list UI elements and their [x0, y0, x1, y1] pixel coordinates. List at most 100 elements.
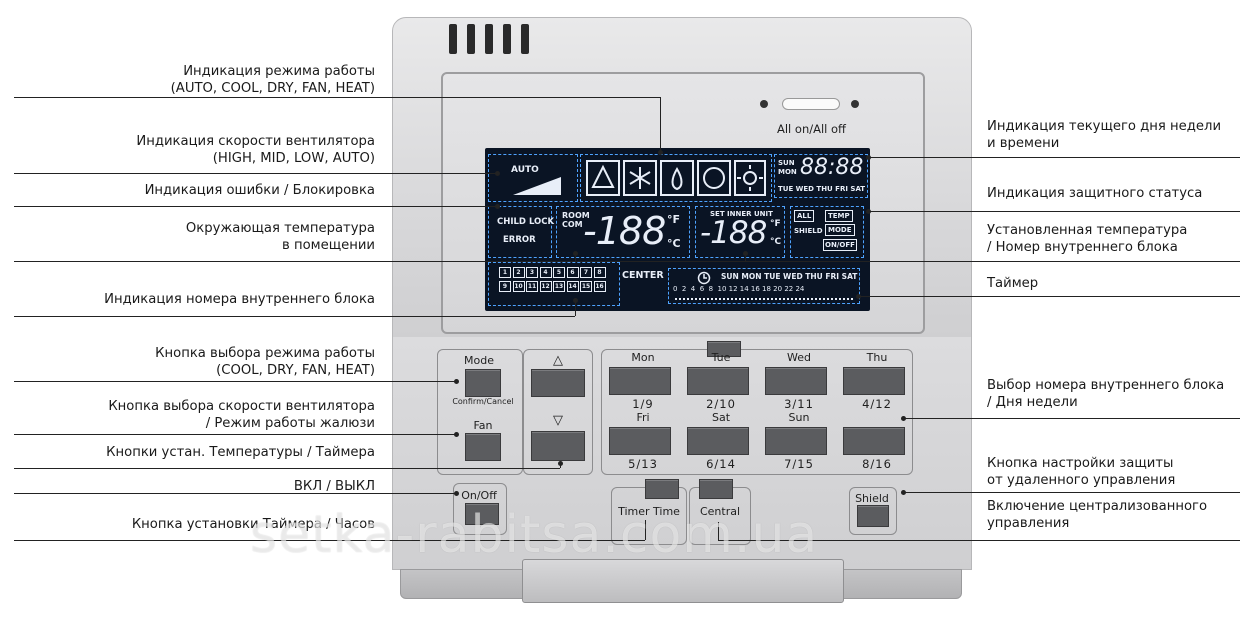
unit-number-label: 1/9: [632, 397, 654, 411]
callout-text: / Режим работы жалюзи: [205, 416, 375, 431]
day-label: Tue: [711, 351, 731, 364]
onoff-group: [453, 483, 507, 535]
leader-line: [903, 492, 1240, 493]
indicator-led: [760, 100, 768, 108]
center-tab: [707, 341, 741, 357]
unit-number-cell: 12: [539, 281, 552, 292]
shield-temp-label: TEMP: [825, 210, 853, 222]
callout-text: Кнопка выбора скорости вентилятора: [108, 399, 375, 414]
sun-label: SUN: [778, 159, 795, 167]
day-unit-button[interactable]: [843, 427, 905, 455]
set-deg-f-label: °F: [770, 219, 781, 229]
callout-text: Таймер: [987, 276, 1039, 291]
left-callout-label: Индикация режима работы(AUTO, COOL, DRY,…: [171, 63, 375, 97]
central-button[interactable]: [699, 479, 733, 499]
day-unit-button[interactable]: [609, 427, 671, 455]
callout-text: Индикация текущего дня недели: [987, 119, 1222, 134]
child-lock-label: CHILD LOCK: [497, 217, 555, 227]
day-label: Fri: [636, 411, 650, 424]
unit-number-cell: 4: [539, 267, 552, 278]
leader-dot: [495, 204, 500, 209]
set-temperature-indicator: SET INNER UNIT -188 °F °C: [695, 206, 785, 258]
on-off-label: On/Off: [461, 489, 497, 502]
fan-button[interactable]: [465, 433, 501, 461]
leader-line: [14, 381, 456, 382]
callout-text: Окружающая температура: [185, 221, 375, 236]
unit-number-cell: 8: [593, 267, 606, 278]
timer-time-button[interactable]: [645, 479, 679, 499]
up-button[interactable]: [531, 369, 585, 397]
leader-line: [14, 316, 575, 317]
left-callout-label: Кнопка установки Таймера / Часов: [132, 516, 375, 533]
shield-group: [849, 487, 897, 535]
callout-text: Индикация защитного статуса: [987, 186, 1203, 201]
leader-line: [858, 296, 1240, 297]
room-temperature-indicator: ROOM COM -188 °F °C: [556, 206, 690, 258]
leader-dot: [454, 491, 459, 496]
leader-line: [745, 253, 746, 261]
down-button[interactable]: [531, 431, 585, 461]
day-unit-button[interactable]: [687, 367, 749, 395]
weekdays-label: TUE WED THU FRI SAT: [778, 185, 866, 193]
day-label: Mon: [631, 351, 655, 364]
callout-text: Индикация режима работы: [183, 64, 375, 79]
leader-line: [718, 522, 719, 540]
controller-housing: All on/All off AUTO: [392, 17, 972, 339]
room-temp-readout: -188: [583, 209, 666, 253]
day-unit-button[interactable]: [609, 367, 671, 395]
leader-dot: [901, 490, 906, 495]
set-temp-readout: -188: [700, 215, 767, 251]
leader-dot: [573, 298, 578, 303]
down-arrow-label: ▽: [553, 413, 563, 428]
callout-text: ВКЛ / ВЫКЛ: [293, 479, 375, 494]
day-unit-button[interactable]: [765, 367, 827, 395]
deg-f-label: °F: [667, 213, 681, 226]
unit-number-cell: 9: [499, 281, 511, 292]
error-label: ERROR: [503, 235, 536, 245]
all-on-off-label: All on/All off: [777, 122, 846, 136]
timer-time-label: Timer Time: [618, 505, 680, 518]
error-lock-indicator: CHILD LOCK ERROR: [488, 206, 555, 258]
day-unit-button[interactable]: [843, 367, 905, 395]
unit-number-label: 8/16: [862, 457, 892, 471]
updown-group: [523, 349, 593, 475]
leader-line: [14, 261, 1240, 262]
mode-button[interactable]: [465, 369, 501, 397]
callout-text: управления: [987, 516, 1070, 531]
unit-number-cell: 13: [553, 281, 565, 292]
shield-onoff-label: ON/OFF: [823, 239, 857, 251]
on-off-button[interactable]: [465, 503, 499, 525]
callout-text: / Номер внутреннего блока: [987, 240, 1178, 255]
shield-button-label: Shield: [855, 492, 889, 505]
watermark: setka-rabitsa.com.ua: [250, 505, 819, 565]
leader-dot: [866, 209, 871, 214]
fan-speed-bars-icon: [513, 177, 561, 195]
left-callout-label: Кнопки устан. Температуры / Таймера: [106, 444, 375, 461]
mode-indicator: [580, 154, 772, 202]
leader-line: [868, 157, 1240, 158]
callout-text: Установленная температура: [987, 223, 1188, 238]
vent-slot: [449, 24, 457, 54]
leader-dot: [454, 432, 459, 437]
deg-c-label: °C: [667, 237, 681, 250]
day-time-indicator: SUN MON 88:88 TUE WED THU FRI SAT: [774, 154, 868, 198]
com-label: COM: [562, 220, 583, 229]
leader-line: [14, 468, 560, 469]
center-label: CENTER: [622, 270, 664, 281]
day-label: Sun: [788, 411, 810, 424]
day-unit-button[interactable]: [765, 427, 827, 455]
mode-fan-group: [437, 349, 523, 475]
leader-dot: [901, 416, 906, 421]
left-callout-label: ВКЛ / ВЫКЛ: [294, 478, 375, 495]
timer-indicator: SUN MON TUE WED THU FRI SAT 0 2 4 6 8 10…: [668, 268, 860, 304]
callout-text: (HIGH, MID, LOW, AUTO): [212, 151, 375, 166]
shield-button[interactable]: [857, 505, 889, 527]
unit-number-label: 7/15: [784, 457, 814, 471]
callout-text: Кнопка выбора режима работы: [155, 346, 375, 361]
day-unit-button[interactable]: [687, 427, 749, 455]
auto-label: AUTO: [511, 165, 539, 175]
leader-dot: [658, 150, 663, 155]
shield-label: SHIELD: [794, 227, 823, 235]
central-label: Central: [699, 505, 741, 518]
